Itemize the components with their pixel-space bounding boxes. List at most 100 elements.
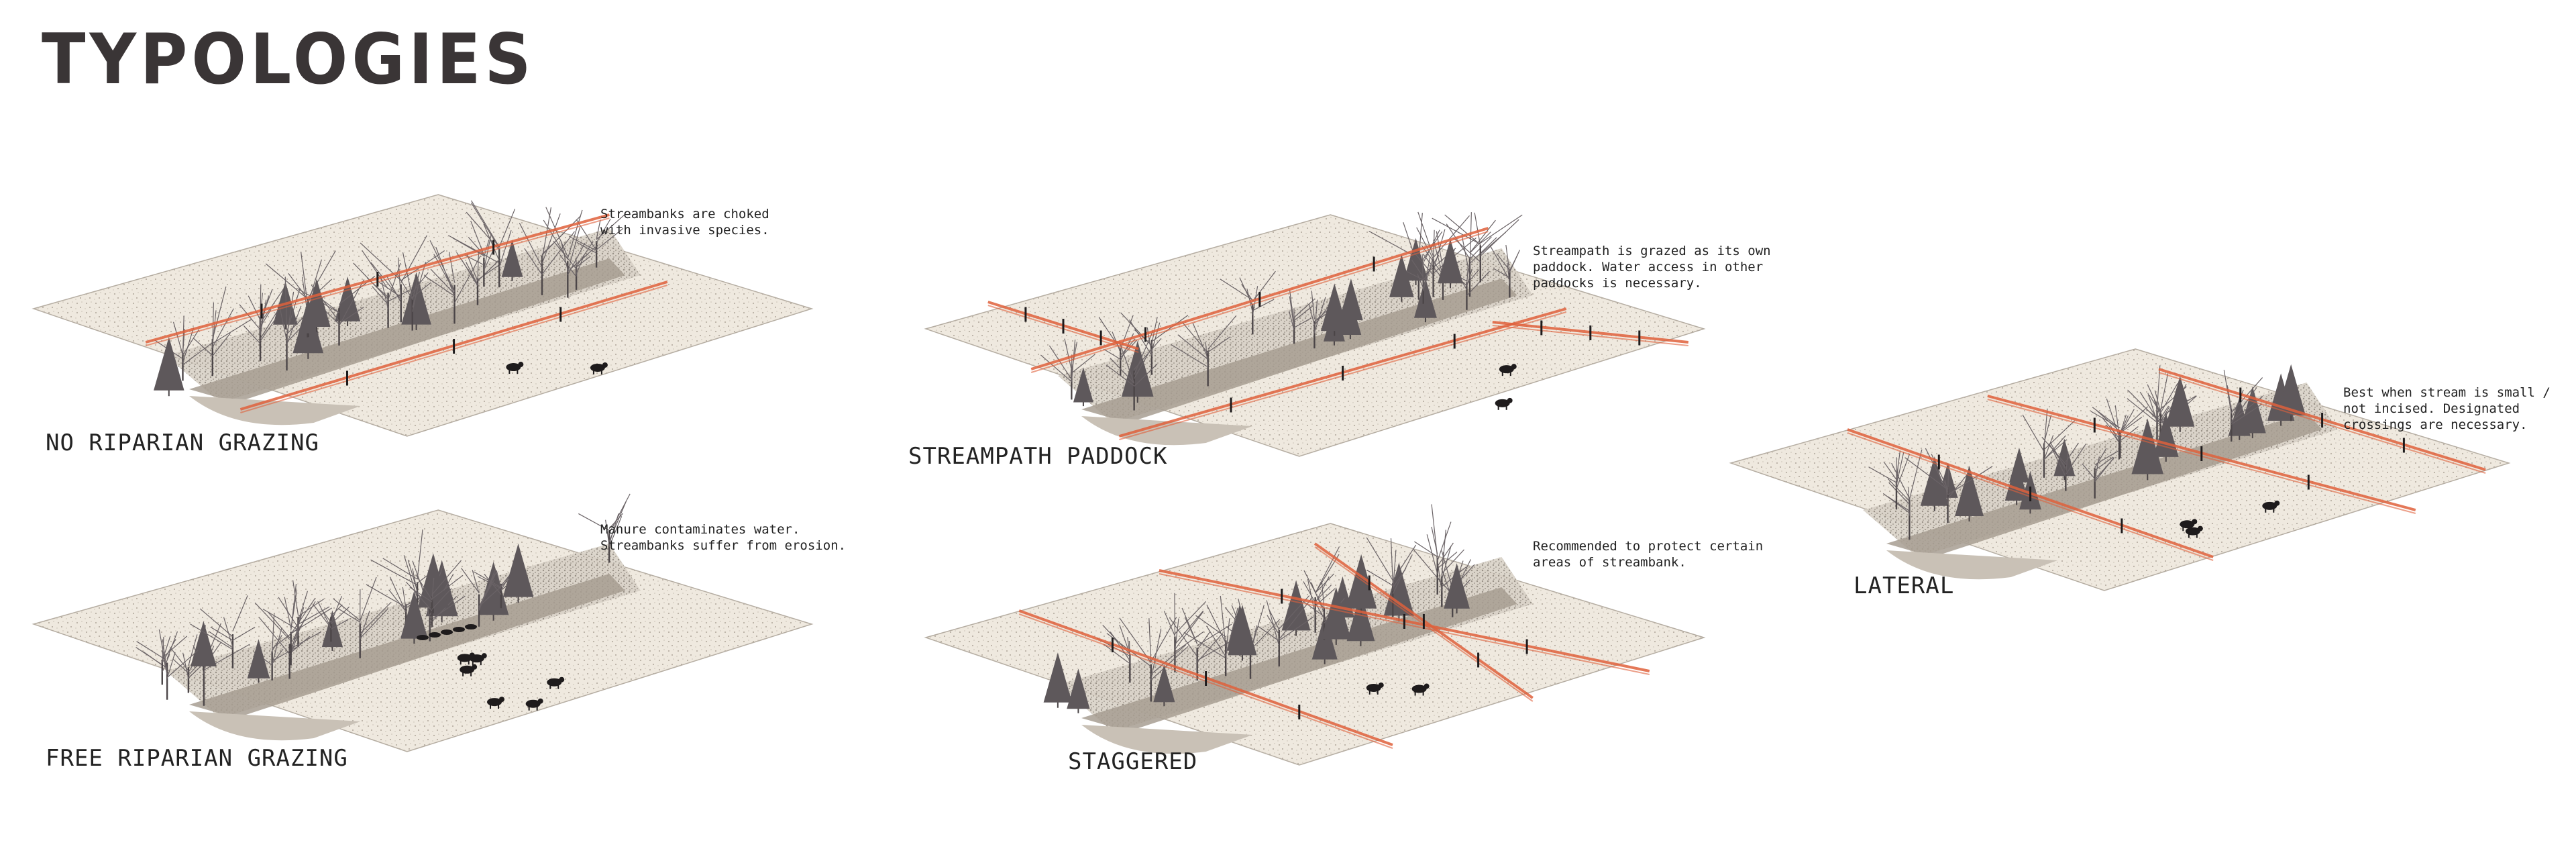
fence-line	[1030, 227, 1489, 373]
conifer-tree	[1413, 278, 1437, 318]
note-line: Best when stream is small /	[2343, 385, 2551, 400]
page-title: TYPOLOGIES	[42, 19, 535, 100]
typology-note-free-riparian-grazing: Manure contaminates water. Streambanks s…	[600, 521, 846, 554]
fence-line	[1018, 609, 1393, 749]
note-line: areas of streambank.	[1533, 555, 1686, 570]
conifer-tree	[191, 621, 217, 667]
deciduous-tree	[2223, 370, 2263, 442]
conifer-tree	[1043, 652, 1073, 703]
riparian-band	[1058, 557, 1533, 731]
conifer-tree	[417, 553, 449, 608]
riparian-band	[1058, 248, 1533, 423]
cattle	[547, 676, 565, 689]
deciduous-tree	[333, 576, 392, 658]
conifer-tree	[303, 279, 331, 327]
bank-section	[1886, 550, 2058, 580]
typology-panel	[32, 493, 814, 752]
deciduous-tree	[1171, 315, 1237, 387]
conifer-tree	[1346, 592, 1375, 642]
deciduous-tree	[1183, 595, 1238, 676]
cattle	[2262, 500, 2280, 513]
cattle	[1411, 683, 1430, 696]
note-line: Streambanks suffer from erosion.	[600, 538, 847, 553]
typology-label-no-riparian-grazing: NO RIPARIAN GRAZING	[46, 430, 319, 456]
deciduous-tree	[1366, 537, 1417, 617]
deciduous-tree	[1403, 254, 1440, 304]
stream-channel	[1081, 279, 1517, 423]
note-line: crossings are necessary.	[2343, 417, 2528, 432]
deciduous-tree	[193, 286, 252, 376]
conifer-tree	[1067, 668, 1090, 709]
typology-panel	[32, 194, 814, 437]
deciduous-tree	[136, 636, 188, 685]
typology-note-staggered: Recommended to protect certain areas of …	[1533, 538, 1763, 570]
stream-channel	[1081, 587, 1517, 731]
typology-label-lateral: LATERAL	[1854, 572, 1955, 599]
cattle	[1495, 397, 1513, 410]
conifer-tree	[1228, 604, 1257, 656]
manure	[429, 632, 441, 638]
stream-channel	[1886, 413, 2322, 557]
deciduous-tree	[519, 207, 581, 295]
riparian-band	[166, 228, 641, 403]
typology-note-streampath-paddock: Streampath is grazed as its own paddock.…	[1533, 243, 1771, 291]
deciduous-tree	[456, 251, 501, 305]
note-line: paddock. Water access in other	[1533, 260, 1764, 274]
conifer-tree	[1389, 254, 1414, 297]
conifer-tree	[400, 591, 428, 639]
deciduous-tree	[1040, 338, 1095, 400]
stream-channel	[189, 574, 625, 718]
deciduous-tree	[409, 560, 464, 627]
conifer-tree	[1339, 296, 1362, 336]
conifer-tree	[1438, 238, 1463, 284]
note-line: paddocks is necessary.	[1533, 276, 1702, 291]
deciduous-tree	[262, 580, 330, 648]
manure	[465, 624, 477, 629]
typology-note-no-riparian-grazing: Streambanks are choked with invasive spe…	[600, 206, 769, 238]
deciduous-tree	[1489, 245, 1520, 298]
manure	[453, 627, 465, 632]
typology-note-lateral: Best when stream is small / not incised.…	[2343, 385, 2551, 433]
conifer-tree	[2131, 418, 2163, 474]
deciduous-tree	[1882, 449, 1923, 540]
deciduous-tree	[2082, 448, 2122, 499]
fence-line	[1492, 320, 1689, 346]
conifer-tree	[1321, 587, 1351, 640]
conifer-tree	[1153, 664, 1175, 703]
conifer-tree	[2165, 375, 2195, 427]
bank-section	[189, 711, 361, 741]
conifer-tree	[501, 240, 523, 277]
conifer-tree	[247, 639, 270, 678]
conifer-tree	[2276, 364, 2306, 416]
note-line: Streampath is grazed as its own	[1533, 244, 1771, 258]
bank-section	[1081, 725, 1253, 754]
cattle	[2185, 525, 2203, 538]
deciduous-tree	[578, 493, 631, 563]
conifer-tree	[1955, 465, 1984, 517]
fence-line	[145, 213, 610, 346]
manure	[441, 629, 453, 635]
note-line: with invasive species.	[600, 223, 769, 238]
note-line: not incised. Designated	[2343, 401, 2520, 416]
deciduous-tree	[268, 583, 333, 666]
deciduous-tree	[461, 568, 510, 627]
bank-section	[189, 396, 361, 425]
fence-line	[2158, 368, 2486, 474]
typology-panel	[924, 504, 1706, 766]
fence-line	[1159, 569, 1650, 675]
fence-line	[239, 281, 668, 413]
fence-line	[1847, 428, 2214, 561]
note-line: Manure contaminates water.	[600, 522, 800, 537]
deciduous-tree	[1432, 212, 1523, 283]
fence-line	[1118, 307, 1567, 440]
conifer-tree	[2053, 438, 2076, 476]
conifer-tree	[2239, 386, 2266, 434]
typology-panel	[924, 211, 1706, 457]
cattle	[1366, 682, 1384, 695]
conifer-tree	[154, 337, 184, 391]
cattle	[506, 362, 524, 374]
fence-line	[1313, 542, 1534, 702]
cattle	[1499, 364, 1517, 376]
deciduous-tree	[1414, 504, 1458, 595]
